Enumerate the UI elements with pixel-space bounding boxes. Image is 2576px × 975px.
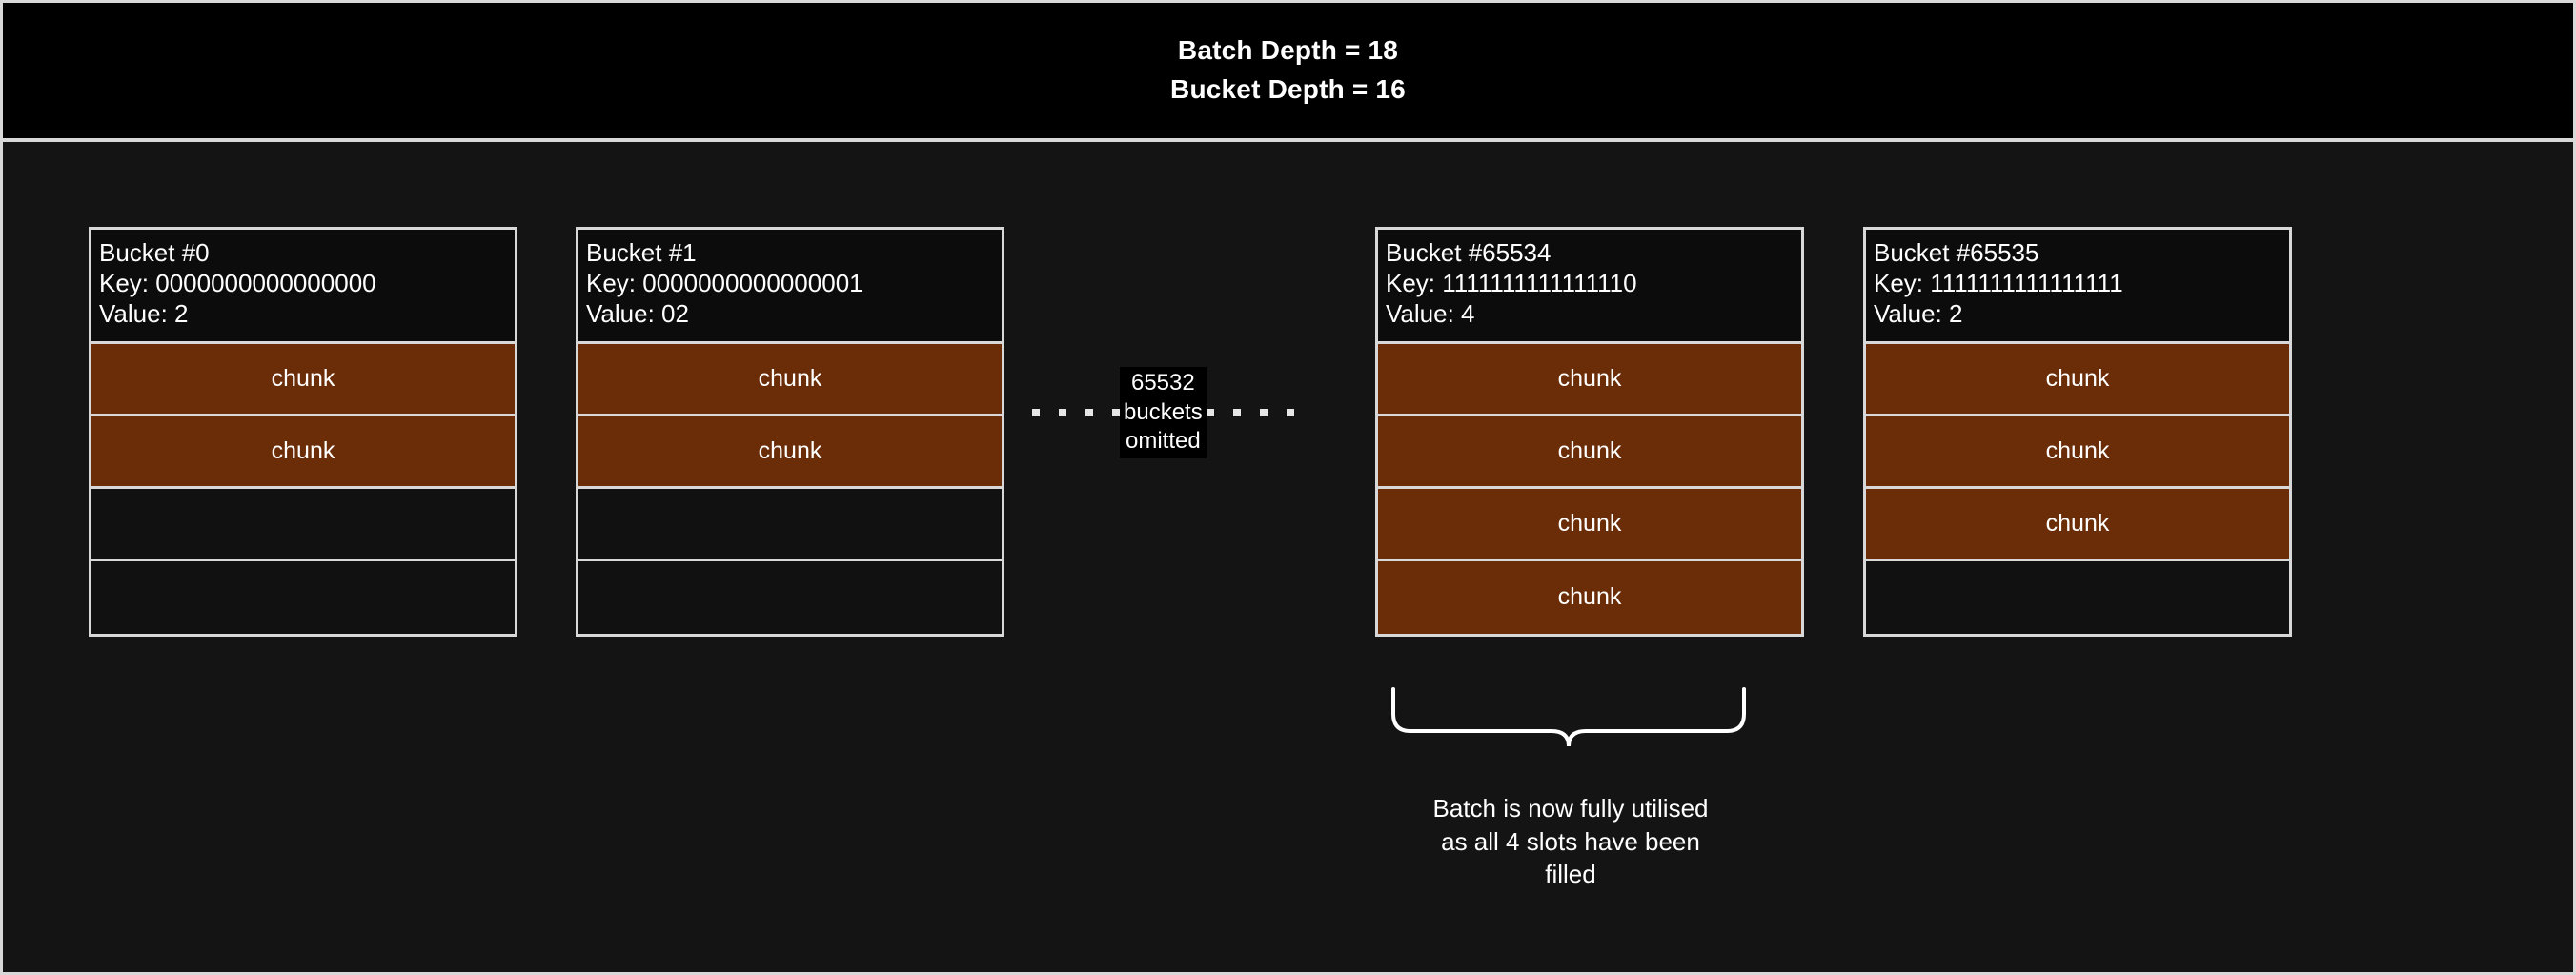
chunk-slot[interactable]: chunk (1866, 416, 2289, 489)
empty-slot[interactable] (91, 488, 515, 561)
header-batch-depth: Batch Depth = 18 (1177, 35, 1399, 66)
bucket-value-1: Value: 02 (586, 299, 689, 329)
bucket-header-65534: Bucket #65534 Key: 1111111111111110 Valu… (1378, 230, 1801, 344)
chunk-slot[interactable]: chunk (1378, 488, 1801, 561)
bucket-card-65534[interactable]: Bucket #65534 Key: 1111111111111110 Valu… (1375, 227, 1804, 637)
bucket-value-0: Value: 2 (99, 299, 189, 329)
omitted-count-label: 65532 buckets omitted (1120, 366, 1207, 459)
curly-brace-icon (1391, 687, 1746, 747)
dots-left (1032, 409, 1120, 416)
chunk-slot[interactable]: chunk (578, 343, 1002, 416)
dot-icon (1085, 409, 1093, 416)
empty-slot[interactable] (1866, 560, 2289, 634)
empty-slot[interactable] (91, 560, 515, 634)
dots-right (1206, 409, 1294, 416)
bucket-value-65535: Value: 2 (1874, 299, 1963, 329)
bucket-card-0[interactable]: Bucket #0 Key: 0000000000000000 Value: 2… (89, 227, 517, 637)
bucket-slots-65535: chunk chunk chunk (1866, 343, 2289, 634)
chunk-slot[interactable]: chunk (1378, 416, 1801, 489)
bucket-key-65535: Key: 1111111111111111 (1874, 269, 2123, 298)
dot-icon (1206, 409, 1214, 416)
bucket-title-65534: Bucket #65534 (1386, 238, 1552, 267)
chunk-slot-label: chunk (2045, 364, 2110, 392)
bucket-key-0: Key: 0000000000000000 (99, 269, 376, 298)
chunk-slot[interactable]: chunk (1866, 488, 2289, 561)
batch-utilisation-note: Batch is now fully utilised as all 4 slo… (1432, 794, 1709, 889)
bucket-key-1: Key: 0000000000000001 (586, 269, 863, 298)
dot-icon (1286, 409, 1294, 416)
chunk-slot-label: chunk (1557, 364, 1622, 392)
chunk-slot-label: chunk (1557, 583, 1622, 611)
empty-slot[interactable] (578, 560, 1002, 634)
bucket-value-65534: Value: 4 (1386, 299, 1475, 329)
dot-icon (1112, 409, 1120, 416)
dot-icon (1032, 409, 1040, 416)
chunk-slot[interactable]: chunk (1378, 343, 1801, 416)
chunk-slot[interactable]: chunk (1378, 560, 1801, 634)
chunk-slot[interactable]: chunk (91, 343, 515, 416)
bucket-slots-0: chunk chunk (91, 343, 515, 634)
chunk-slot[interactable]: chunk (1866, 343, 2289, 416)
brace-wrap (1389, 687, 1748, 752)
bucket-header-1: Bucket #1 Key: 0000000000000001 Value: 0… (578, 230, 1002, 344)
bucket-slots-1: chunk chunk (578, 343, 1002, 634)
bucket-header-0: Bucket #0 Key: 0000000000000000 Value: 2 (91, 230, 515, 344)
omitted-buckets-marker: 65532 buckets omitted (1032, 360, 1294, 465)
diagram-header: Batch Depth = 18 Bucket Depth = 16 (3, 3, 2573, 142)
chunk-slot-label: chunk (2045, 437, 2110, 464)
dot-icon (1259, 409, 1268, 416)
chunk-slot-label: chunk (758, 437, 822, 464)
bucket-slots-65534: chunk chunk chunk chunk (1378, 343, 1801, 634)
bucket-header-65535: Bucket #65535 Key: 1111111111111111 Valu… (1866, 230, 2289, 344)
bucket-card-65535[interactable]: Bucket #65535 Key: 1111111111111111 Valu… (1863, 227, 2292, 637)
empty-slot[interactable] (578, 488, 1002, 561)
dot-icon (1232, 409, 1241, 416)
chunk-slot-label: chunk (1557, 509, 1622, 537)
bucket-title-65535: Bucket #65535 (1874, 238, 2039, 267)
chunk-slot[interactable]: chunk (91, 416, 515, 489)
header-bucket-depth: Bucket Depth = 16 (1170, 74, 1406, 104)
bucket-card-1[interactable]: Bucket #1 Key: 0000000000000001 Value: 0… (576, 227, 1004, 637)
chunk-slot-label: chunk (271, 437, 335, 464)
bucket-key-65534: Key: 1111111111111110 (1386, 269, 1637, 298)
chunk-slot-label: chunk (1557, 437, 1622, 464)
chunk-slot-label: chunk (2045, 509, 2110, 537)
dot-icon (1059, 409, 1066, 416)
bucket-title-1: Bucket #1 (586, 238, 697, 267)
chunk-slot-label: chunk (271, 364, 335, 392)
chunk-slot-label: chunk (758, 364, 822, 392)
bucket-title-0: Bucket #0 (99, 238, 210, 267)
chunk-slot[interactable]: chunk (578, 416, 1002, 489)
